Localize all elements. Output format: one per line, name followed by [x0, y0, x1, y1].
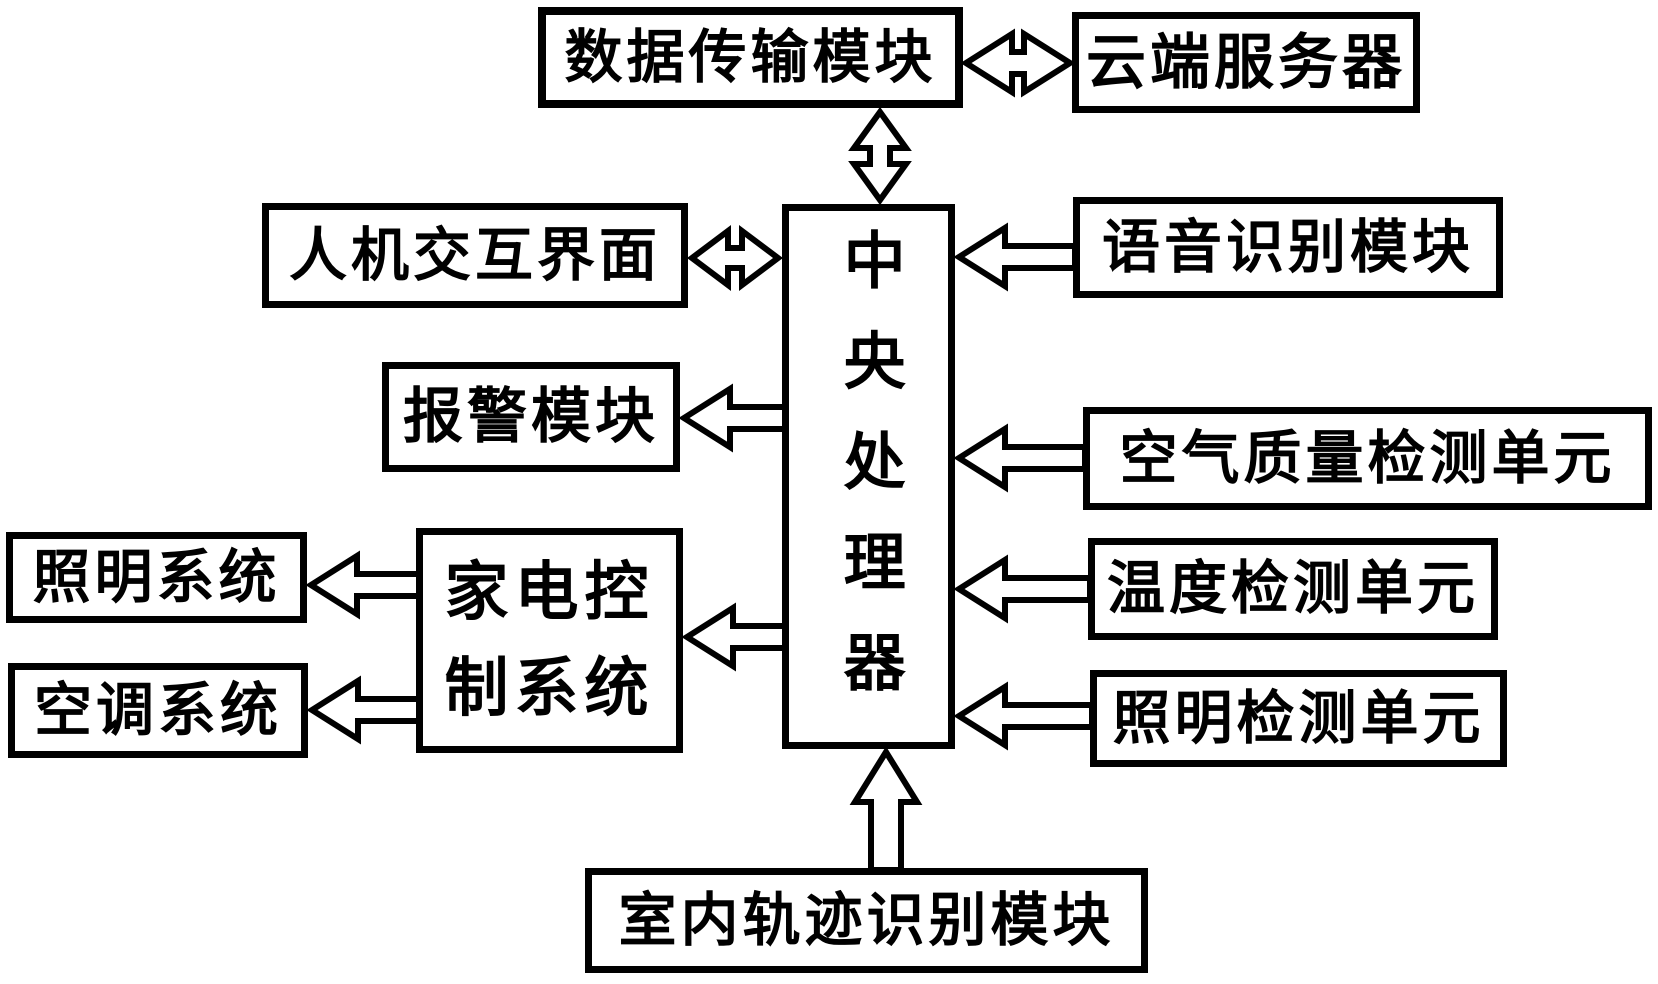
node-lighting-system: 照明系统 — [6, 532, 307, 623]
node-data-transmission-module: 数据传输模块 — [538, 7, 963, 108]
arrow-temperature-cpu — [953, 554, 1093, 624]
arrow-indoor-trajectory-cpu — [849, 746, 923, 873]
node-lighting-detection-unit: 照明检测单元 — [1090, 670, 1507, 767]
arrow-lighting-detection-cpu — [953, 681, 1095, 751]
arrow-appliance-control-ac-system — [306, 675, 423, 745]
node-appliance-control-system: 家电控制系统 — [416, 528, 683, 753]
arrow-air-quality-cpu — [953, 423, 1088, 493]
node-alarm-module: 报警模块 — [382, 362, 680, 472]
node-voice-recognition-module: 语音识别模块 — [1073, 197, 1503, 298]
node-ac-system: 空调系统 — [8, 663, 308, 758]
node-central-processor: 中央处理器 — [782, 204, 955, 749]
node-indoor-trajectory-recognition-module: 室内轨迹识别模块 — [585, 868, 1148, 973]
arrow-appliance-control-lighting-system — [305, 550, 423, 620]
arrow-data-transmission-cpu — [848, 106, 912, 206]
node-air-quality-detection-unit: 空气质量检测单元 — [1083, 407, 1652, 510]
node-human-machine-interface: 人机交互界面 — [262, 203, 688, 308]
node-temperature-detection-unit: 温度检测单元 — [1088, 538, 1498, 640]
arrow-cpu-alarm — [678, 383, 789, 453]
arrow-data-transmission-cloud-server — [960, 28, 1076, 98]
node-cloud-server: 云端服务器 — [1072, 12, 1420, 113]
arrow-voice-recognition-cpu — [953, 222, 1078, 292]
arrow-hmi-cpu — [687, 225, 783, 291]
arrow-cpu-appliance-control — [681, 602, 789, 672]
